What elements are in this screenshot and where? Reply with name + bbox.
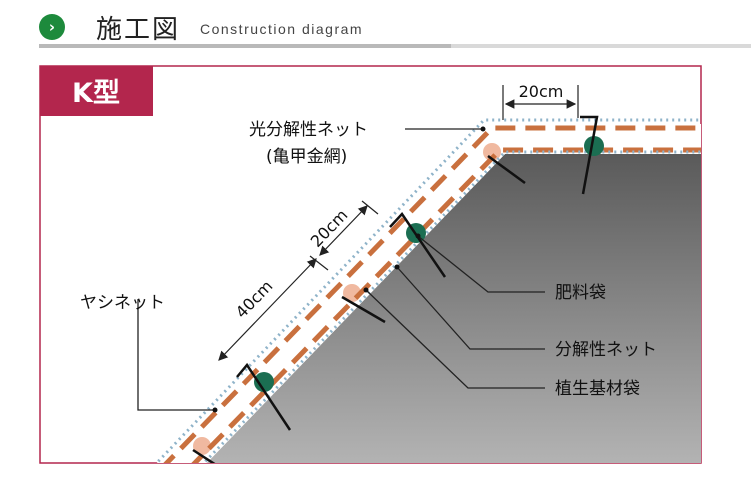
dimension-top: 20cm bbox=[502, 82, 579, 120]
type-badge-label: K型 bbox=[72, 78, 120, 109]
anchor-pins bbox=[192, 115, 599, 463]
leader-lines bbox=[137, 128, 545, 411]
header-divider-accent bbox=[39, 44, 451, 48]
soil-slope bbox=[206, 154, 701, 463]
section-title: 施工図 bbox=[96, 15, 181, 45]
section-subtitle: Construction diagram bbox=[200, 21, 364, 37]
label-coconut-net: ヤシネット bbox=[80, 293, 165, 313]
label-photodegradable-net: 光分解性ネット bbox=[249, 120, 368, 140]
photodegradable-net bbox=[154, 118, 701, 463]
label-fertilizer-bag: 肥料袋 bbox=[555, 283, 606, 303]
label-vegetation-bag: 植生基材袋 bbox=[555, 379, 640, 399]
chevron-right-icon: › bbox=[39, 14, 65, 40]
dimension-top-label: 20cm bbox=[519, 82, 564, 101]
label-wire-mesh: (亀甲金網) bbox=[266, 147, 347, 167]
section-header: › 施工図 Construction diagram bbox=[0, 0, 751, 56]
type-badge: K型 bbox=[40, 66, 153, 116]
vegetation-bag-layer bbox=[156, 124, 701, 463]
label-degradable-net: 分解性ネット bbox=[555, 340, 657, 360]
leader-dots bbox=[212, 126, 486, 413]
